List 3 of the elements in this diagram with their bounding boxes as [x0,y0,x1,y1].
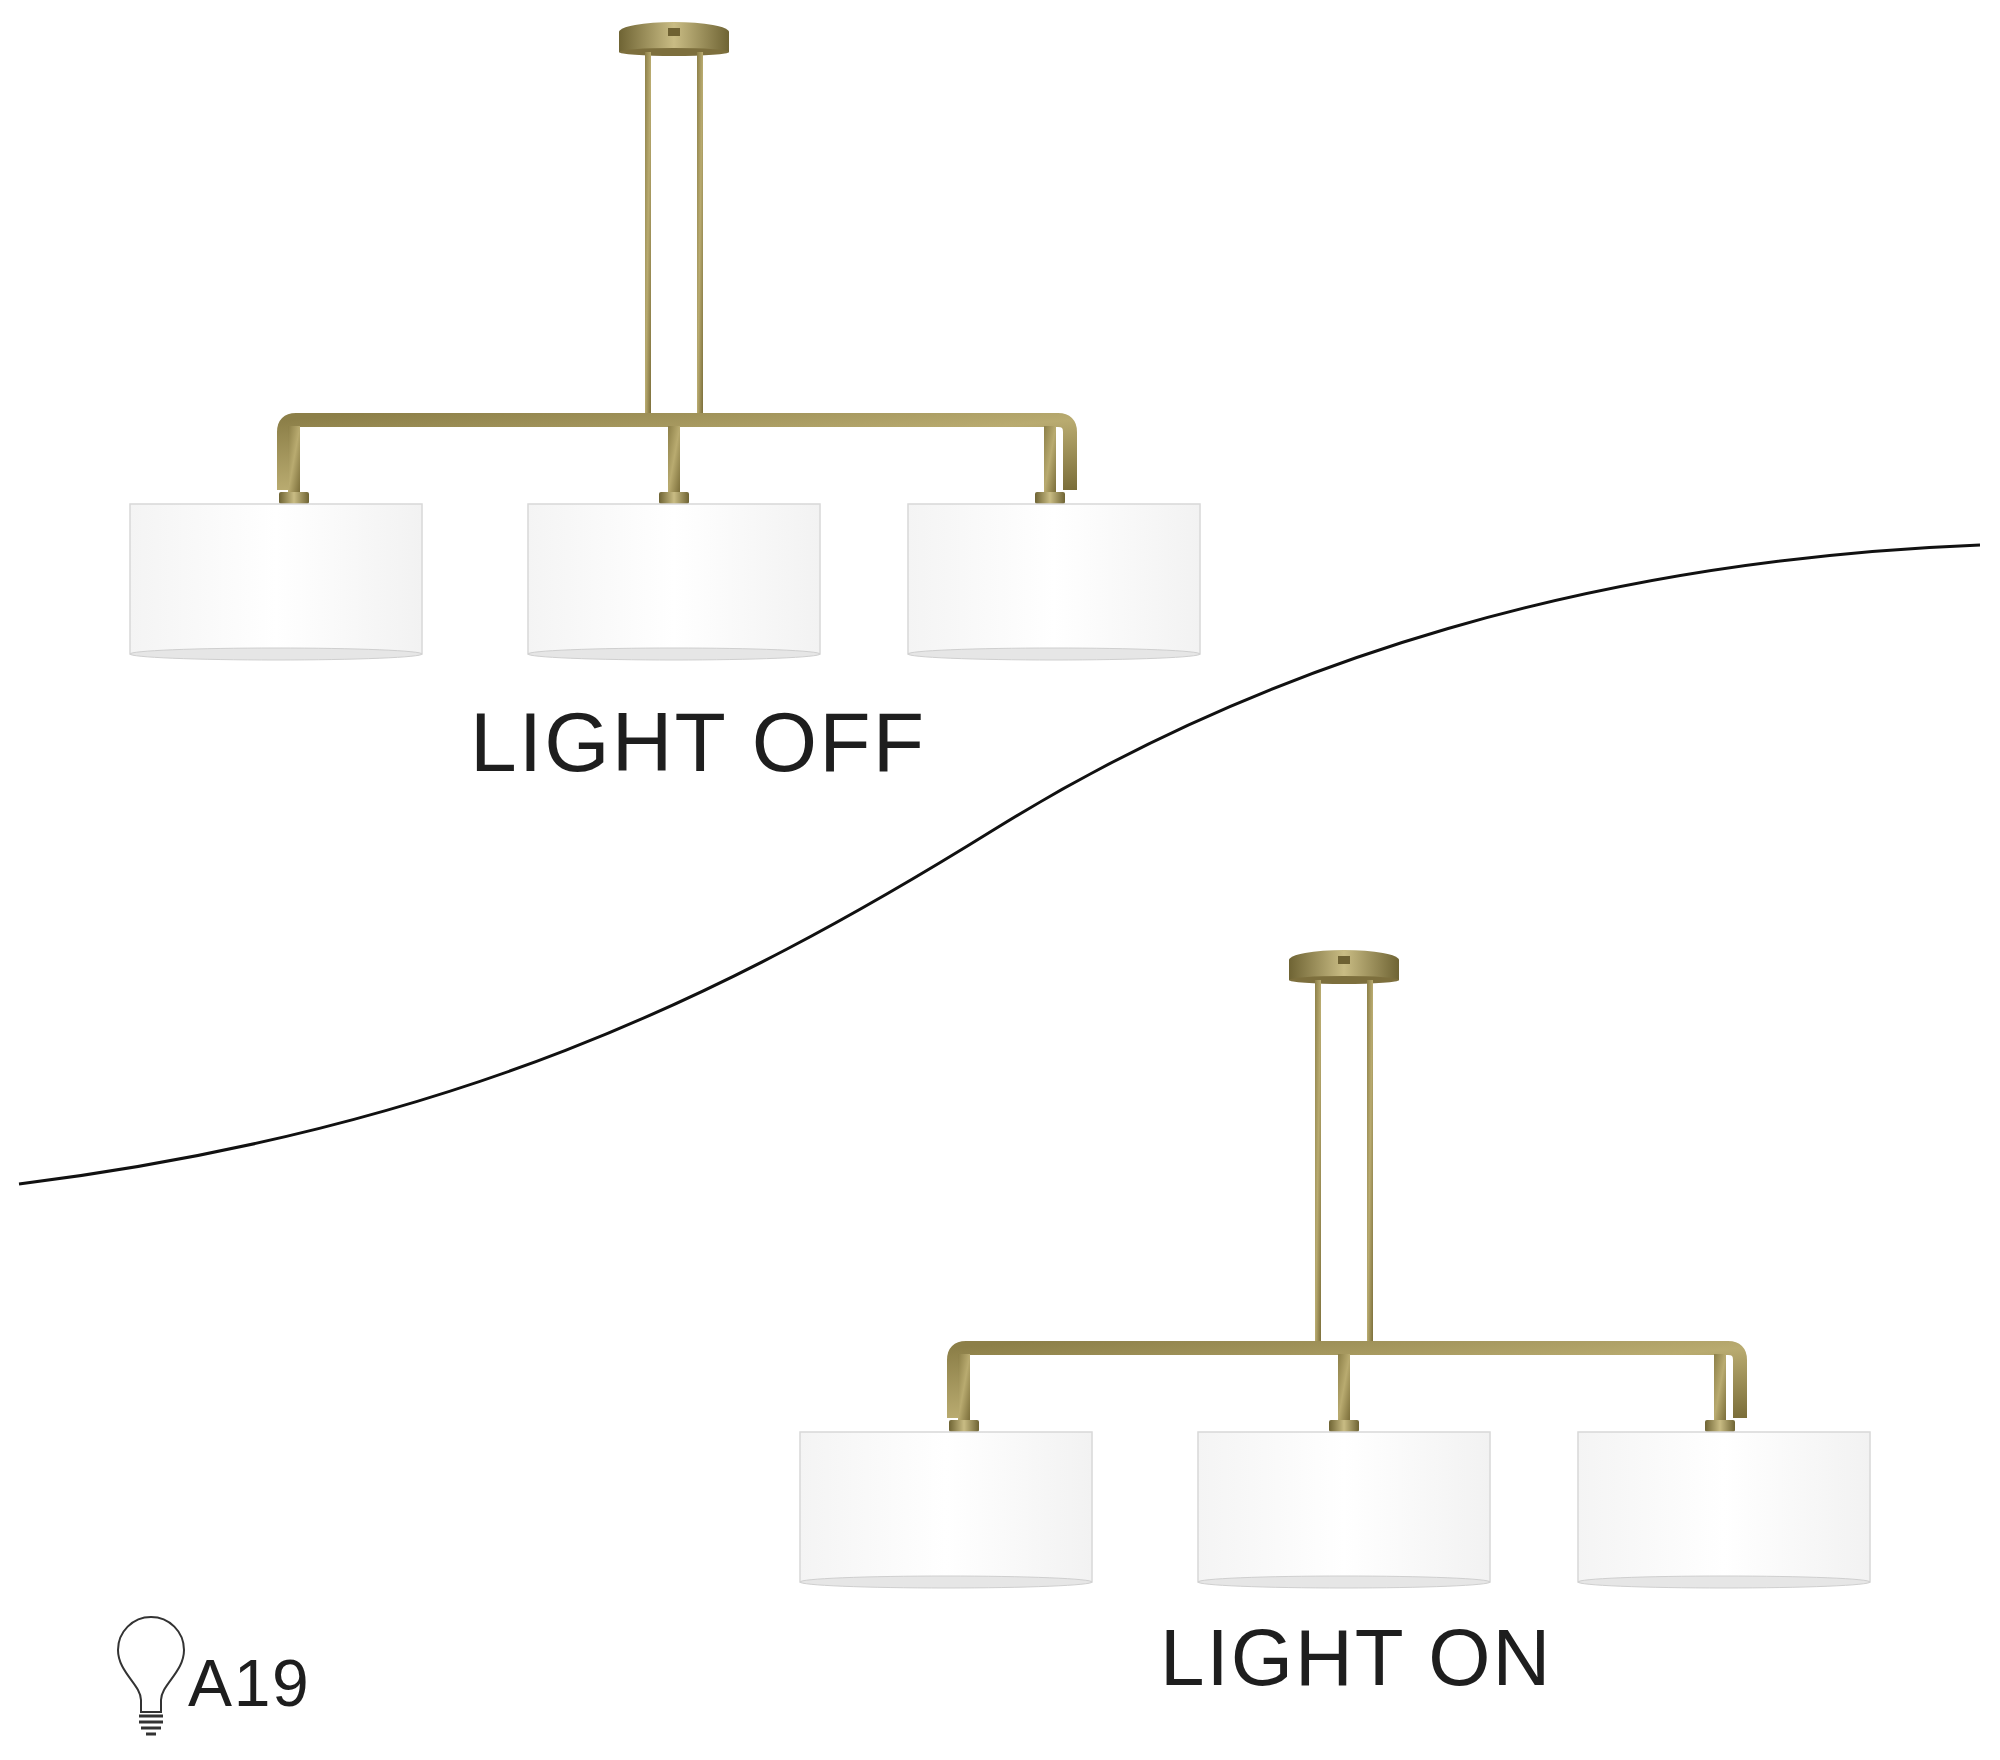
caption-text: LIGHT ON [1160,1618,1553,1698]
caption-text: LIGHT OFF [470,700,927,784]
caption-text: A19 [188,1650,311,1716]
